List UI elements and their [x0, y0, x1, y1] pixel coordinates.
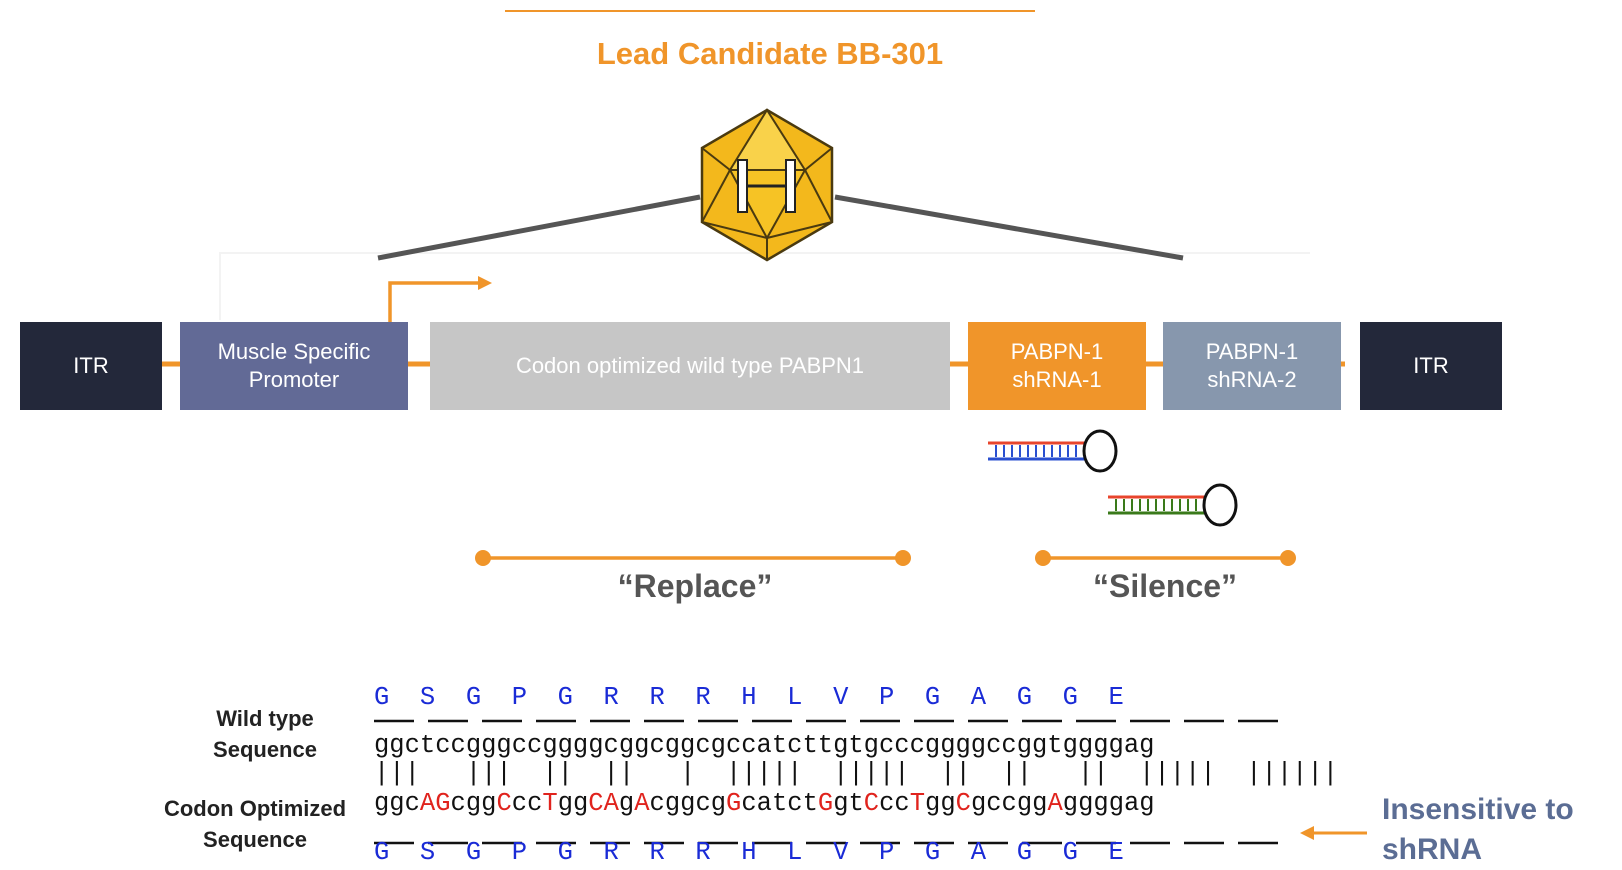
mutated-base: T — [542, 789, 558, 818]
itr-left-label: ITR — [73, 353, 109, 378]
pabpn1-gene-label: Codon optimized wild type PABPN1 — [515, 353, 865, 378]
mutated-base: G — [817, 789, 834, 818]
conserved-base: cgg — [450, 789, 497, 818]
wild-type-label: Wild type Sequence — [180, 703, 350, 765]
shrna2-box: PABPN-1 shRNA-2 — [1163, 322, 1341, 410]
replace-label: “Replace” — [617, 568, 773, 604]
aav-capsid-icon — [700, 108, 834, 262]
conserved-base: cggcg — [649, 789, 727, 818]
expansion-line-left — [377, 194, 701, 261]
mutated-base: AG — [419, 789, 451, 818]
promoter-label-line1: Muscle Specific — [217, 339, 371, 364]
mutated-base: G — [726, 789, 742, 818]
wild-type-label-line1: Wild type — [216, 706, 314, 731]
mutated-base: C — [496, 789, 512, 818]
replace-bracket — [475, 550, 911, 566]
promoter-arrow-icon — [388, 281, 480, 322]
silence-label: “Silence” — [1092, 568, 1238, 604]
shrna2-label-line2: shRNA-2 — [1207, 367, 1297, 392]
wild-type-dna: ggctccgggccggggcggcggcgccatcttgtgcccgggg… — [374, 731, 1155, 760]
conserved-base: ggggag — [1062, 789, 1155, 818]
itr-right-box: ITR — [1360, 322, 1502, 410]
mutated-base: CA — [588, 789, 619, 818]
mutated-base: C — [863, 789, 880, 818]
shrna1-label-line1: PABPN-1 — [1010, 339, 1104, 364]
codon-optimized-label: Codon Optimized Sequence — [150, 793, 360, 855]
shrna-hairpin-1-icon — [988, 429, 1118, 473]
wild-type-label-line2: Sequence — [213, 737, 317, 762]
mutated-base: A — [634, 789, 650, 818]
amino-acids-top: G S G P G R R R H L V P G A G G E — [374, 683, 1124, 712]
codon-optimized-label-line1: Codon Optimized — [163, 796, 347, 821]
mutated-base: T — [909, 789, 926, 818]
insensitive-label-line2: shRNA — [1382, 833, 1483, 866]
conserved-base: gg — [925, 789, 956, 818]
shrna2-label-line1: PABPN-1 — [1205, 339, 1299, 364]
promoter-box: Muscle Specific Promoter — [180, 322, 408, 410]
itr-right-label: ITR — [1413, 353, 1449, 378]
amino-acids-bottom: G S G P G R R R H L V P G A G G E — [374, 838, 1124, 867]
mutated-base: C — [955, 789, 971, 818]
insensitive-arrowhead-icon — [1300, 826, 1314, 840]
itr-left-box: ITR — [20, 322, 162, 410]
mutated-base: A — [1047, 789, 1063, 818]
silence-bracket — [1035, 550, 1296, 566]
shrna1-box: PABPN-1 shRNA-1 — [968, 322, 1146, 410]
promoter-arrowhead-icon — [478, 276, 492, 290]
codon-optimized-dna: ggcAGcggCccTggCAgAcggcgGcatctGgtCccTggCg… — [374, 789, 1155, 818]
codon-optimized-label-line2: Sequence — [203, 827, 307, 852]
conserved-base: gccgg — [970, 789, 1048, 818]
diagram-title: Lead Candidate BB-301 — [596, 36, 944, 71]
conserved-base: gg — [557, 789, 589, 818]
promoter-label-line2: Promoter — [248, 367, 340, 392]
conserved-base: gt — [833, 789, 864, 818]
conserved-base: cc — [879, 789, 910, 818]
shrna-hairpin-2-icon — [1108, 483, 1238, 527]
insensitive-label-line1: Insensitive to — [1382, 793, 1574, 826]
pabpn1-gene-box: Codon optimized wild type PABPN1 — [430, 322, 950, 410]
expansion-line-right — [834, 194, 1184, 261]
conserved-base: ggc — [374, 789, 420, 818]
shrna1-label-line2: shRNA-1 — [1012, 367, 1102, 392]
conserved-base: g — [618, 789, 635, 818]
conserved-base: catct — [741, 789, 818, 818]
conserved-base: cc — [511, 789, 543, 818]
alignment-match-bars: ||| ||| || || | ||||| ||||| || || || |||… — [374, 759, 1339, 788]
title-rule — [505, 10, 1035, 12]
insensitive-label: Insensitive to shRNA — [1382, 790, 1622, 870]
